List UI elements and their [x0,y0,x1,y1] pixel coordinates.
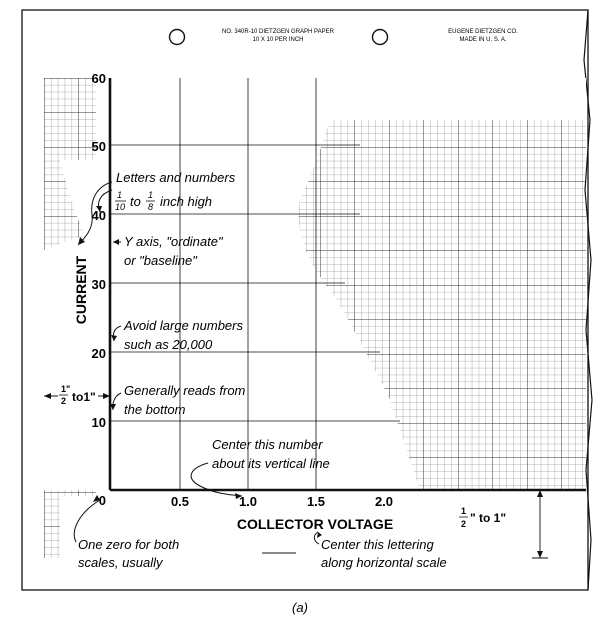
svg-text:" to 1": " to 1" [470,511,506,525]
leader-zero [73,499,101,543]
graph-grid [44,78,586,558]
y-tick-30: 30 [92,277,106,292]
x-tick-2.0: 2.0 [375,494,393,509]
svg-text:1: 1 [461,506,466,516]
maker-header-line1: EUGENE DIETZGEN CO. [448,29,518,35]
paper-header-line2: 10 X 10 PER INCH [252,37,303,43]
leader-arrowheads [78,206,322,538]
note-zero-line2: scales, usually [78,555,164,570]
leader-center-lettering [313,531,320,545]
svg-text:10: 10 [115,202,125,212]
svg-text:to1": to1" [72,390,96,404]
svg-text:2: 2 [461,519,466,529]
y-tick-50: 50 [92,139,106,154]
left-margin-dimension: 1" 2 to1" [44,384,110,406]
note-center-lettering-line1: Center this lettering [321,537,434,552]
svg-text:2: 2 [61,396,66,406]
note-zero-line1: One zero for both [78,537,179,552]
svg-text:8: 8 [148,202,153,212]
binder-hole-left [168,28,186,46]
binder-hole-right [371,28,389,46]
svg-text:inch high: inch high [160,194,212,209]
note-avoid-line2: such as 20,000 [124,337,213,352]
y-tick-60: 60 [92,71,106,86]
svg-text:to: to [130,194,141,209]
y-axis-label: CURRENT [73,255,89,324]
y-tick-40: 40 [92,208,106,223]
leader-center-number [190,462,243,497]
note-reads-line1: Generally reads from [124,383,246,398]
x-axis-label: COLLECTOR VOLTAGE [237,516,393,532]
leader-letters-to-ytick [77,181,113,246]
note-yaxis-line1: Y axis, "ordinate" [124,234,224,249]
note-center-lettering-line2: along horizontal scale [321,555,447,570]
note-letters-line1: Letters and numbers [116,170,236,185]
annotations: Letters and numbers 1 10 to 1 8 inch hig… [78,170,447,570]
x-tick-1.5: 1.5 [307,494,325,509]
torn-edge [583,9,593,591]
figure-caption: (a) [292,600,308,615]
x-tick-0.5: 0.5 [171,494,189,509]
maker-header-line2: MADE IN U. S. A. [459,37,506,43]
y-tick-10: 10 [92,415,106,430]
cleared-region [96,78,586,558]
note-center-number-line1: Center this number [212,437,323,452]
note-yaxis-line2: or "baseline" [124,253,198,268]
y-tick-0: 0 [99,493,106,508]
note-reads-line2: the bottom [124,402,186,417]
paper-header-line1: NO. 340R-10 DIETZGEN GRAPH PAPER [222,29,335,35]
note-avoid-line1: Avoid large numbers [123,318,243,333]
note-letters-line2: 1 10 to 1 8 inch high [115,190,212,212]
svg-text:1: 1 [117,190,122,200]
plot-grid [110,78,400,490]
y-tick-20: 20 [92,346,106,361]
right-margin-dimension: 1 2 " to 1" [459,490,548,559]
svg-text:1: 1 [148,190,153,200]
note-center-number-line2: about its vertical line [212,456,330,471]
svg-text:1": 1" [61,384,70,394]
x-tick-1.0: 1.0 [239,494,257,509]
